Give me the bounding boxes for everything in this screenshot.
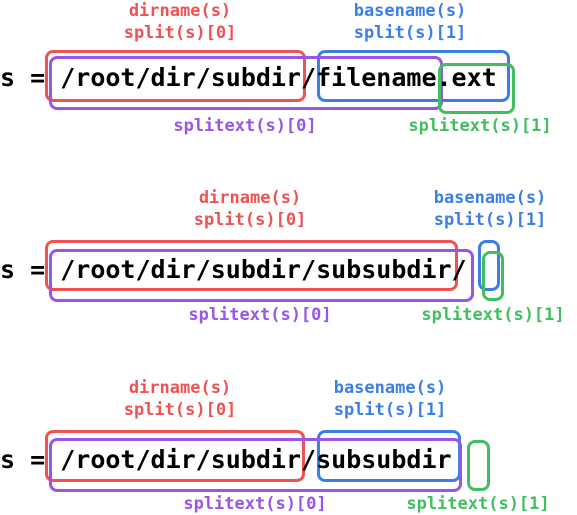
splitext1-label: splitext(s)[1] <box>406 494 550 514</box>
path-string: /root/dir/subdir/subsubdir/ <box>60 255 467 284</box>
split0-label: split(s)[0] <box>193 210 307 230</box>
dirname-highlight-box <box>45 430 305 482</box>
splitext-ext-highlight-box <box>482 251 504 301</box>
splitext-root-highlight-box <box>49 56 443 110</box>
splitext-root-highlight-box <box>49 438 462 492</box>
dirname-label: dirname(s) <box>128 1 232 21</box>
split0-label: split(s)[0] <box>123 400 237 420</box>
path-expression: s = /root/dir/subdir/subsubdir <box>0 440 452 480</box>
path-string: /root/dir/subdir/filename.ext <box>60 63 497 92</box>
dirname-highlight-box <box>45 50 306 102</box>
splitext-root-highlight-box <box>49 249 474 302</box>
splitext0-label: splitext(s)[0] <box>173 116 317 136</box>
path-expression: s = /root/dir/subdir/filename.ext <box>0 58 497 98</box>
dirname-highlight-box <box>45 240 458 291</box>
dirname-label: dirname(s) <box>198 188 302 208</box>
splitext0-label: splitext(s)[0] <box>183 494 327 514</box>
assignment-prefix: s = <box>0 445 61 474</box>
split0-label: split(s)[0] <box>123 23 237 43</box>
splitext1-label: splitext(s)[1] <box>408 116 552 136</box>
split1-label: split(s)[1] <box>353 23 467 43</box>
assignment-prefix: s = <box>0 63 61 92</box>
basename-highlight-box <box>317 50 510 102</box>
splitext-ext-highlight-box <box>438 63 515 114</box>
path-string: /root/dir/subdir/subsubdir <box>60 445 452 474</box>
split1-label: split(s)[1] <box>333 400 447 420</box>
dirname-label: dirname(s) <box>128 378 232 398</box>
basename-highlight-box <box>478 240 500 291</box>
basename-label: basename(s) <box>353 1 467 21</box>
splitext1-label: splitext(s)[1] <box>421 305 565 325</box>
basename-label: basename(s) <box>433 188 547 208</box>
path-expression: s = /root/dir/subdir/subsubdir/ <box>0 250 467 290</box>
basename-label: basename(s) <box>333 378 447 398</box>
assignment-prefix: s = <box>0 255 61 284</box>
splitext-ext-highlight-box <box>467 440 490 491</box>
split1-label: split(s)[1] <box>433 210 547 230</box>
splitext0-label: splitext(s)[0] <box>188 305 332 325</box>
